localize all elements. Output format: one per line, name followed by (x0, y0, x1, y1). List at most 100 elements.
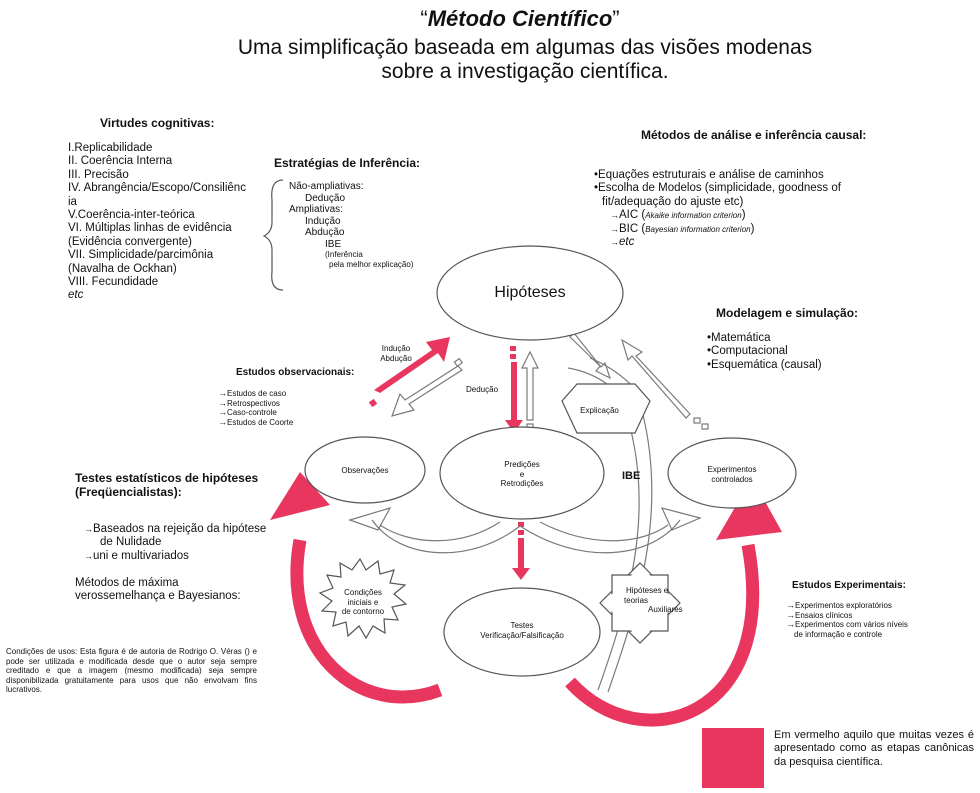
estudos-obs-heading: Estudos observacionais: (236, 367, 355, 378)
virtudes-item: IV. Abrangência/Escopo/Consiliênc (68, 182, 246, 195)
outline-ibe-curve (597, 389, 653, 693)
condicoes-line-1: Condições (344, 588, 382, 597)
metodos-bic: BIC (Bayesian information criterion) (594, 223, 864, 236)
node-testes: Testes Verificação/Falsificação (444, 621, 600, 640)
brace (262, 179, 284, 291)
label-deducao: Dedução (466, 385, 499, 394)
red-curved-arrow-right (565, 543, 760, 727)
node-auxiliares-fill2 (614, 577, 666, 629)
node-explicacao: Explicação (580, 406, 619, 415)
testes-estat-heading-1: Testes estatísticos de hipóteses (75, 471, 259, 485)
outline-curve-right (519, 519, 681, 554)
condicoes-line-3: de contorno (341, 607, 385, 616)
metodos-line-3: fit/adequação do ajuste etc) (602, 195, 744, 208)
testes-estat-item-1: Baseados na rejeição da hipótese (84, 523, 304, 536)
red-arrow-induction (374, 337, 450, 393)
metodos-etc: etc (594, 236, 864, 249)
virtudes-heading: Virtudes cognitivas: (100, 116, 215, 130)
estudos-obs-item: Retrospectivos (218, 399, 293, 409)
node-experimentos-shape (667, 437, 797, 509)
estudos-exp-heading: Estudos Experimentais: (792, 580, 906, 591)
node-observacoes: Observações (341, 466, 389, 475)
virtudes-list: I.Replicabilidade II. Coerência Interna … (68, 142, 258, 303)
estudos-obs-item: Estudos de Coorte (218, 418, 293, 428)
outline-arrow-hyp-exp (569, 332, 612, 380)
testes-estat-item-2: uni e multivariados (84, 550, 304, 563)
ibe-note-2: pela melhor explicação) (329, 259, 414, 269)
outline-arrow-hyp-obs (391, 365, 463, 417)
node-testes-shape (443, 587, 601, 677)
estudos-obs-item: Estudos de caso (218, 389, 293, 399)
red-arrow-to-testes (512, 538, 530, 580)
title-main: Método Científico (427, 6, 613, 31)
modelagem-heading: Modelagem e simulação: (716, 306, 859, 320)
subtitle-line-1: Uma simplificação baseada em algumas das… (237, 36, 813, 59)
metodos-aic: AIC (Akaike information criterion) (594, 209, 864, 222)
predicoes-line-3: Retrodições (500, 479, 544, 488)
metodos-causal-heading: Métodos de análise e inferência causal: (641, 128, 867, 142)
title-quote-open: “ (420, 6, 428, 31)
inducao: Indução (305, 215, 341, 227)
modelagem-item: Matemática (707, 332, 822, 345)
outline-dash-3 (693, 417, 701, 424)
red-dash-top2 (510, 354, 516, 359)
red-curved-arrow-left (290, 538, 443, 704)
outline-dash-4 (701, 423, 709, 430)
testes-estat-item-1b: de Nulidade (100, 536, 162, 549)
predicoes-line-2: e (519, 469, 525, 479)
legend-swatch (702, 728, 764, 788)
red-dash-mid2 (518, 530, 524, 535)
estudos-obs-list: Estudos de caso Retrospectivos Caso-cont… (218, 389, 293, 427)
aic-close: ) (741, 209, 746, 222)
metodos-maxima-1: Métodos de máxima (75, 577, 179, 589)
metodos-line-1: Equações estruturais e análise de caminh… (594, 169, 864, 182)
outline-head-left (348, 507, 392, 531)
virtudes-item: ia (68, 195, 77, 208)
aic-note: Akaike information criterion (645, 211, 742, 221)
node-auxiliares: Hipóteses e teorias Auxiliares (614, 586, 684, 615)
node-predicoes: Predições e Retrodições (440, 460, 604, 489)
title-quote-close: ” (612, 6, 620, 31)
virtudes-item: II. Coerência Interna (68, 155, 173, 168)
outline-arrow-up (521, 350, 539, 421)
metodos-maxima-2: verossemelhança e Bayesianos: (75, 590, 241, 603)
predicoes-line-1: Predições (504, 460, 540, 469)
outline-arrow-exp-hyp (620, 338, 691, 419)
estudos-obs-item: Caso-controle (218, 408, 293, 418)
estudos-exp-item-cont: de informação e controle (794, 629, 883, 639)
page-subtitle: Uma simplificação baseada em algumas das… (180, 36, 870, 84)
estudos-exp-item: Experimentos com vários níveis (786, 620, 966, 630)
experimentos-line-2: controlados (711, 474, 753, 484)
label-abducao: Abdução (380, 353, 412, 363)
virtudes-item: etc (68, 289, 84, 302)
ibe-note-1: (Inferência (325, 250, 363, 259)
metodos-line-2: Escolha de Modelos (simplicidade, goodne… (594, 182, 864, 195)
red-arrowhead-left (270, 472, 330, 520)
outline-curve-left (371, 519, 521, 554)
virtudes-item: V.Coerência-inter-teórica (68, 209, 195, 222)
node-hipoteses-shape (436, 245, 624, 341)
testes-line-1: Testes (510, 621, 534, 630)
node-condicoes: Condições iniciais e de contorno (320, 588, 406, 617)
bic-label: BIC ( (619, 222, 646, 235)
modelagem-item: Computacional (707, 345, 822, 358)
ampliativas: Ampliativas: (289, 204, 343, 215)
estudos-exp-list: Experimentos exploratórios Ensaios clíni… (786, 601, 966, 639)
nao-ampliativas: Não-ampliativas: (289, 181, 364, 192)
node-predicoes-shape (439, 426, 605, 520)
auxiliares-line-1: Hipóteses e (626, 586, 669, 595)
red-arrowhead-right (716, 478, 782, 540)
condicoes-de-uso: Condições de usos: Esta figura é de auto… (6, 647, 257, 694)
auxiliares-line-3: Auxiliares (648, 605, 683, 614)
page-title: “Método Científico” (0, 6, 980, 32)
node-condicoes-shape (318, 557, 408, 640)
deducao: Dedução (305, 192, 346, 204)
estrategias-list: Não-ampliativas: Dedução Ampliativas: In… (289, 181, 449, 269)
ibe: IBE (325, 238, 342, 250)
estrategias-heading: Estratégias de Inferência: (274, 156, 421, 170)
node-observacoes-shape (304, 436, 426, 504)
testes-estat-heading: Testes estatísticos de hipóteses (Freqüe… (75, 471, 258, 499)
condicoes-line-2: iniciais e (347, 597, 379, 607)
red-dash (368, 398, 378, 408)
